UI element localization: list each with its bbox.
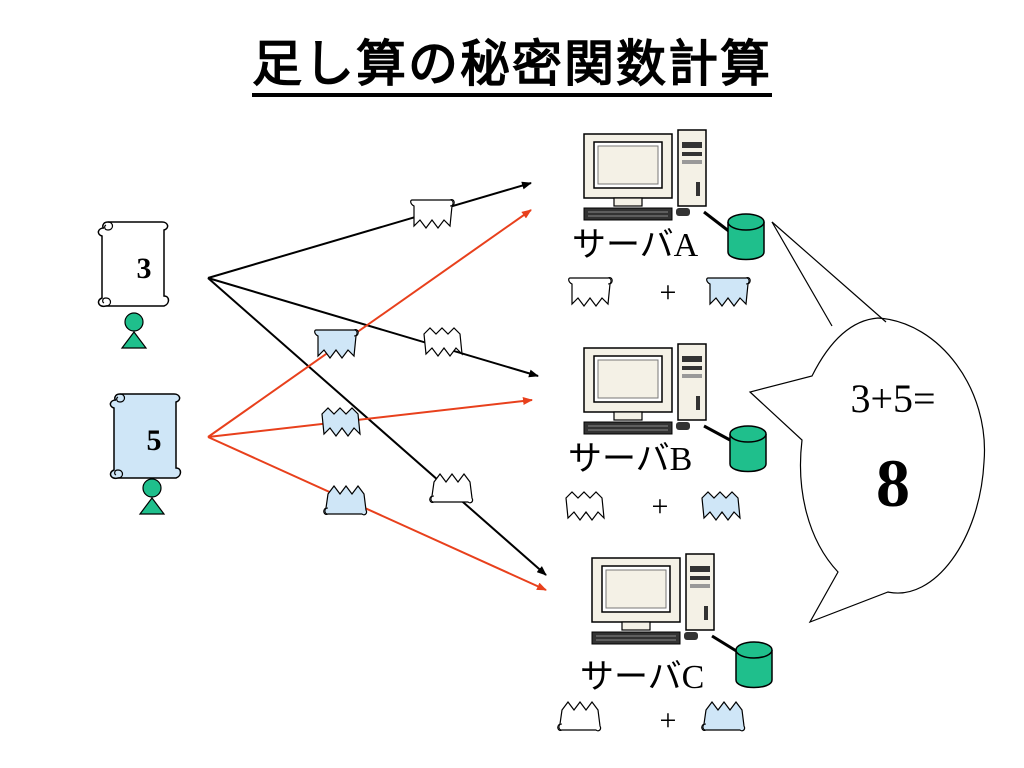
client-5-arrows	[207, 209, 547, 591]
client-5-value: 5	[147, 424, 162, 457]
share-5a-icon	[314, 328, 359, 359]
share-3a-icon	[410, 198, 455, 229]
document-3-icon	[97, 221, 170, 308]
server-a: サーバA +	[568, 129, 765, 309]
result-expression: 3+5=	[850, 376, 935, 421]
person-1-icon	[121, 312, 147, 349]
client-5: 5	[109, 393, 182, 515]
client-3: 3	[97, 221, 170, 349]
document-5-icon	[109, 393, 182, 480]
arrow-3-to-server-b	[207, 277, 539, 378]
server-c-share-2-icon	[701, 701, 746, 732]
server-b-label: サーバB	[568, 441, 692, 478]
server-a-label: サーバA	[572, 227, 699, 264]
server-b-plus: +	[652, 490, 669, 523]
share-5c-icon	[323, 485, 368, 516]
arrow-3-to-server-a	[207, 181, 532, 279]
server-a-share-1-icon	[568, 276, 613, 307]
database-a-icon	[727, 213, 765, 261]
database-c-icon	[735, 641, 773, 689]
slide-title: 足し算の秘密関数計算	[0, 32, 1024, 97]
server-a-share-2-icon	[706, 276, 751, 307]
server-b: サーバB +	[565, 343, 767, 523]
arrow-3-to-server-c	[207, 277, 547, 576]
client-3-value: 3	[137, 252, 152, 285]
computer-c-icon	[591, 553, 715, 645]
bubble-body	[748, 317, 986, 624]
share-5b-icon	[321, 407, 361, 437]
arrow-5-to-server-a	[207, 209, 532, 438]
server-c-plus: +	[660, 704, 677, 737]
computer-a-icon	[583, 129, 707, 221]
server-c: サーバC +	[557, 553, 773, 737]
computer-b-icon	[583, 343, 707, 435]
result-value: 8	[876, 445, 910, 521]
arrow-5-to-server-b	[207, 397, 533, 438]
server-b-share-1-icon	[565, 491, 605, 521]
client-3-arrows	[207, 181, 547, 576]
server-c-label: サーバC	[580, 659, 704, 696]
server-a-plus: +	[660, 276, 677, 309]
server-c-share-1-icon	[557, 701, 602, 732]
result-bubble: 3+5= 8	[748, 221, 986, 624]
database-b-icon	[729, 425, 767, 473]
share-3c-icon	[429, 473, 474, 504]
arrow-5-to-server-c	[207, 436, 547, 591]
server-b-share-2-icon	[701, 491, 741, 521]
person-2-icon	[139, 478, 165, 515]
